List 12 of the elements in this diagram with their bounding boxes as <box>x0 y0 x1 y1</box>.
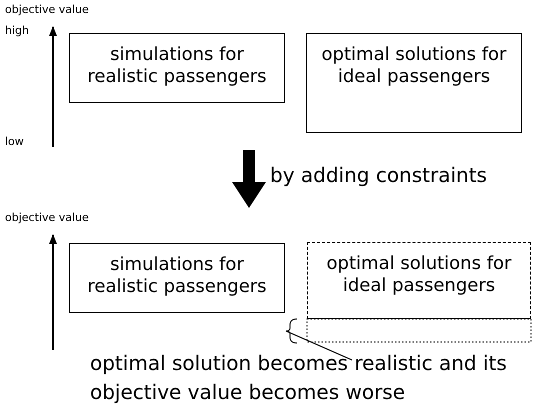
text-box: simulations for realistic passengers <box>69 33 285 103</box>
text-box: simulations for realistic passengers <box>69 243 285 313</box>
axis-tick-label: low <box>5 135 24 148</box>
axis-tick-label: high <box>5 24 29 37</box>
text-box: optimal solutions for ideal passengers <box>306 33 522 133</box>
axis-title: objective value <box>5 3 89 16</box>
leader-line <box>286 330 352 360</box>
dotted-box <box>285 318 532 344</box>
axis-title: objective value <box>5 211 89 224</box>
text-box: optimal solutions for ideal passengers <box>307 242 531 319</box>
step-caption: by adding constraints <box>270 163 487 187</box>
note-text: optimal solution becomes realistic and its objective value becomes worse <box>90 349 510 407</box>
